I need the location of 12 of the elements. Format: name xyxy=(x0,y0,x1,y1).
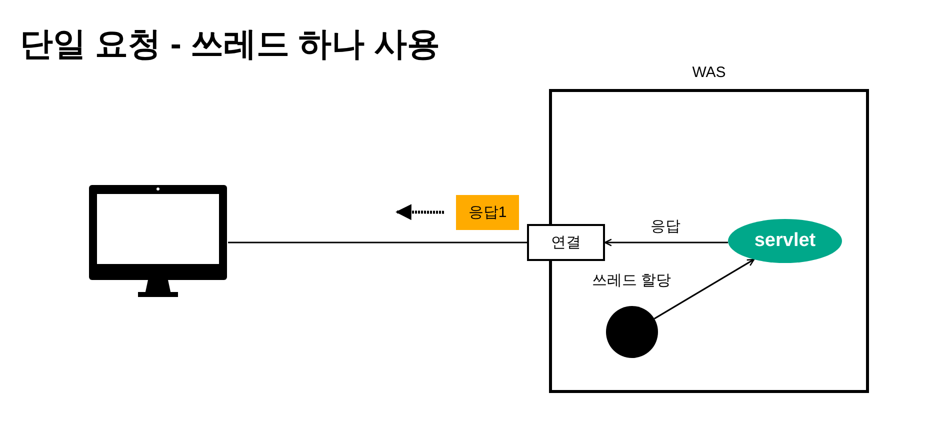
connection-box: 연결 xyxy=(527,224,605,261)
arrow xyxy=(654,258,755,320)
note-label: 쓰레드 할당 xyxy=(592,271,672,290)
title: 단일 요청 - 쓰레드 하나 사용 xyxy=(20,24,440,64)
direction-arrow xyxy=(395,204,444,220)
edge-label: 응답 xyxy=(650,216,680,236)
monitor-drawing xyxy=(88,184,228,298)
servlet-ellipse: servlet xyxy=(728,219,842,263)
arrow xyxy=(604,238,728,246)
response-tag: 응답1 xyxy=(456,195,519,230)
box-heading: WAS xyxy=(691,64,727,81)
thread-circle xyxy=(606,306,658,358)
